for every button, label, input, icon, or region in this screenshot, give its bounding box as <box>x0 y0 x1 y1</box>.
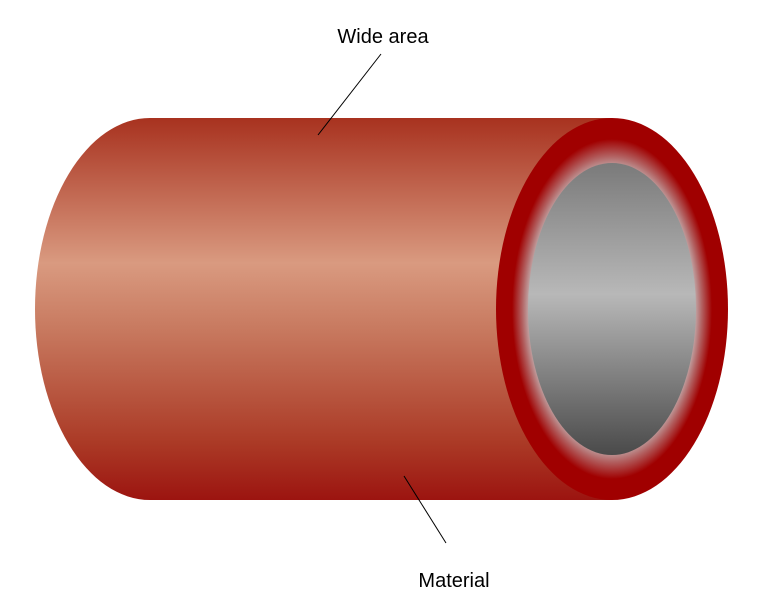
material-leader-line <box>403 475 447 544</box>
pipe-body <box>35 118 612 500</box>
wide-area-leader-line <box>317 53 382 136</box>
material-label: Material <box>418 570 489 592</box>
wide-area-label: Wide area <box>337 26 429 48</box>
pipe-inner-surface <box>528 163 696 455</box>
